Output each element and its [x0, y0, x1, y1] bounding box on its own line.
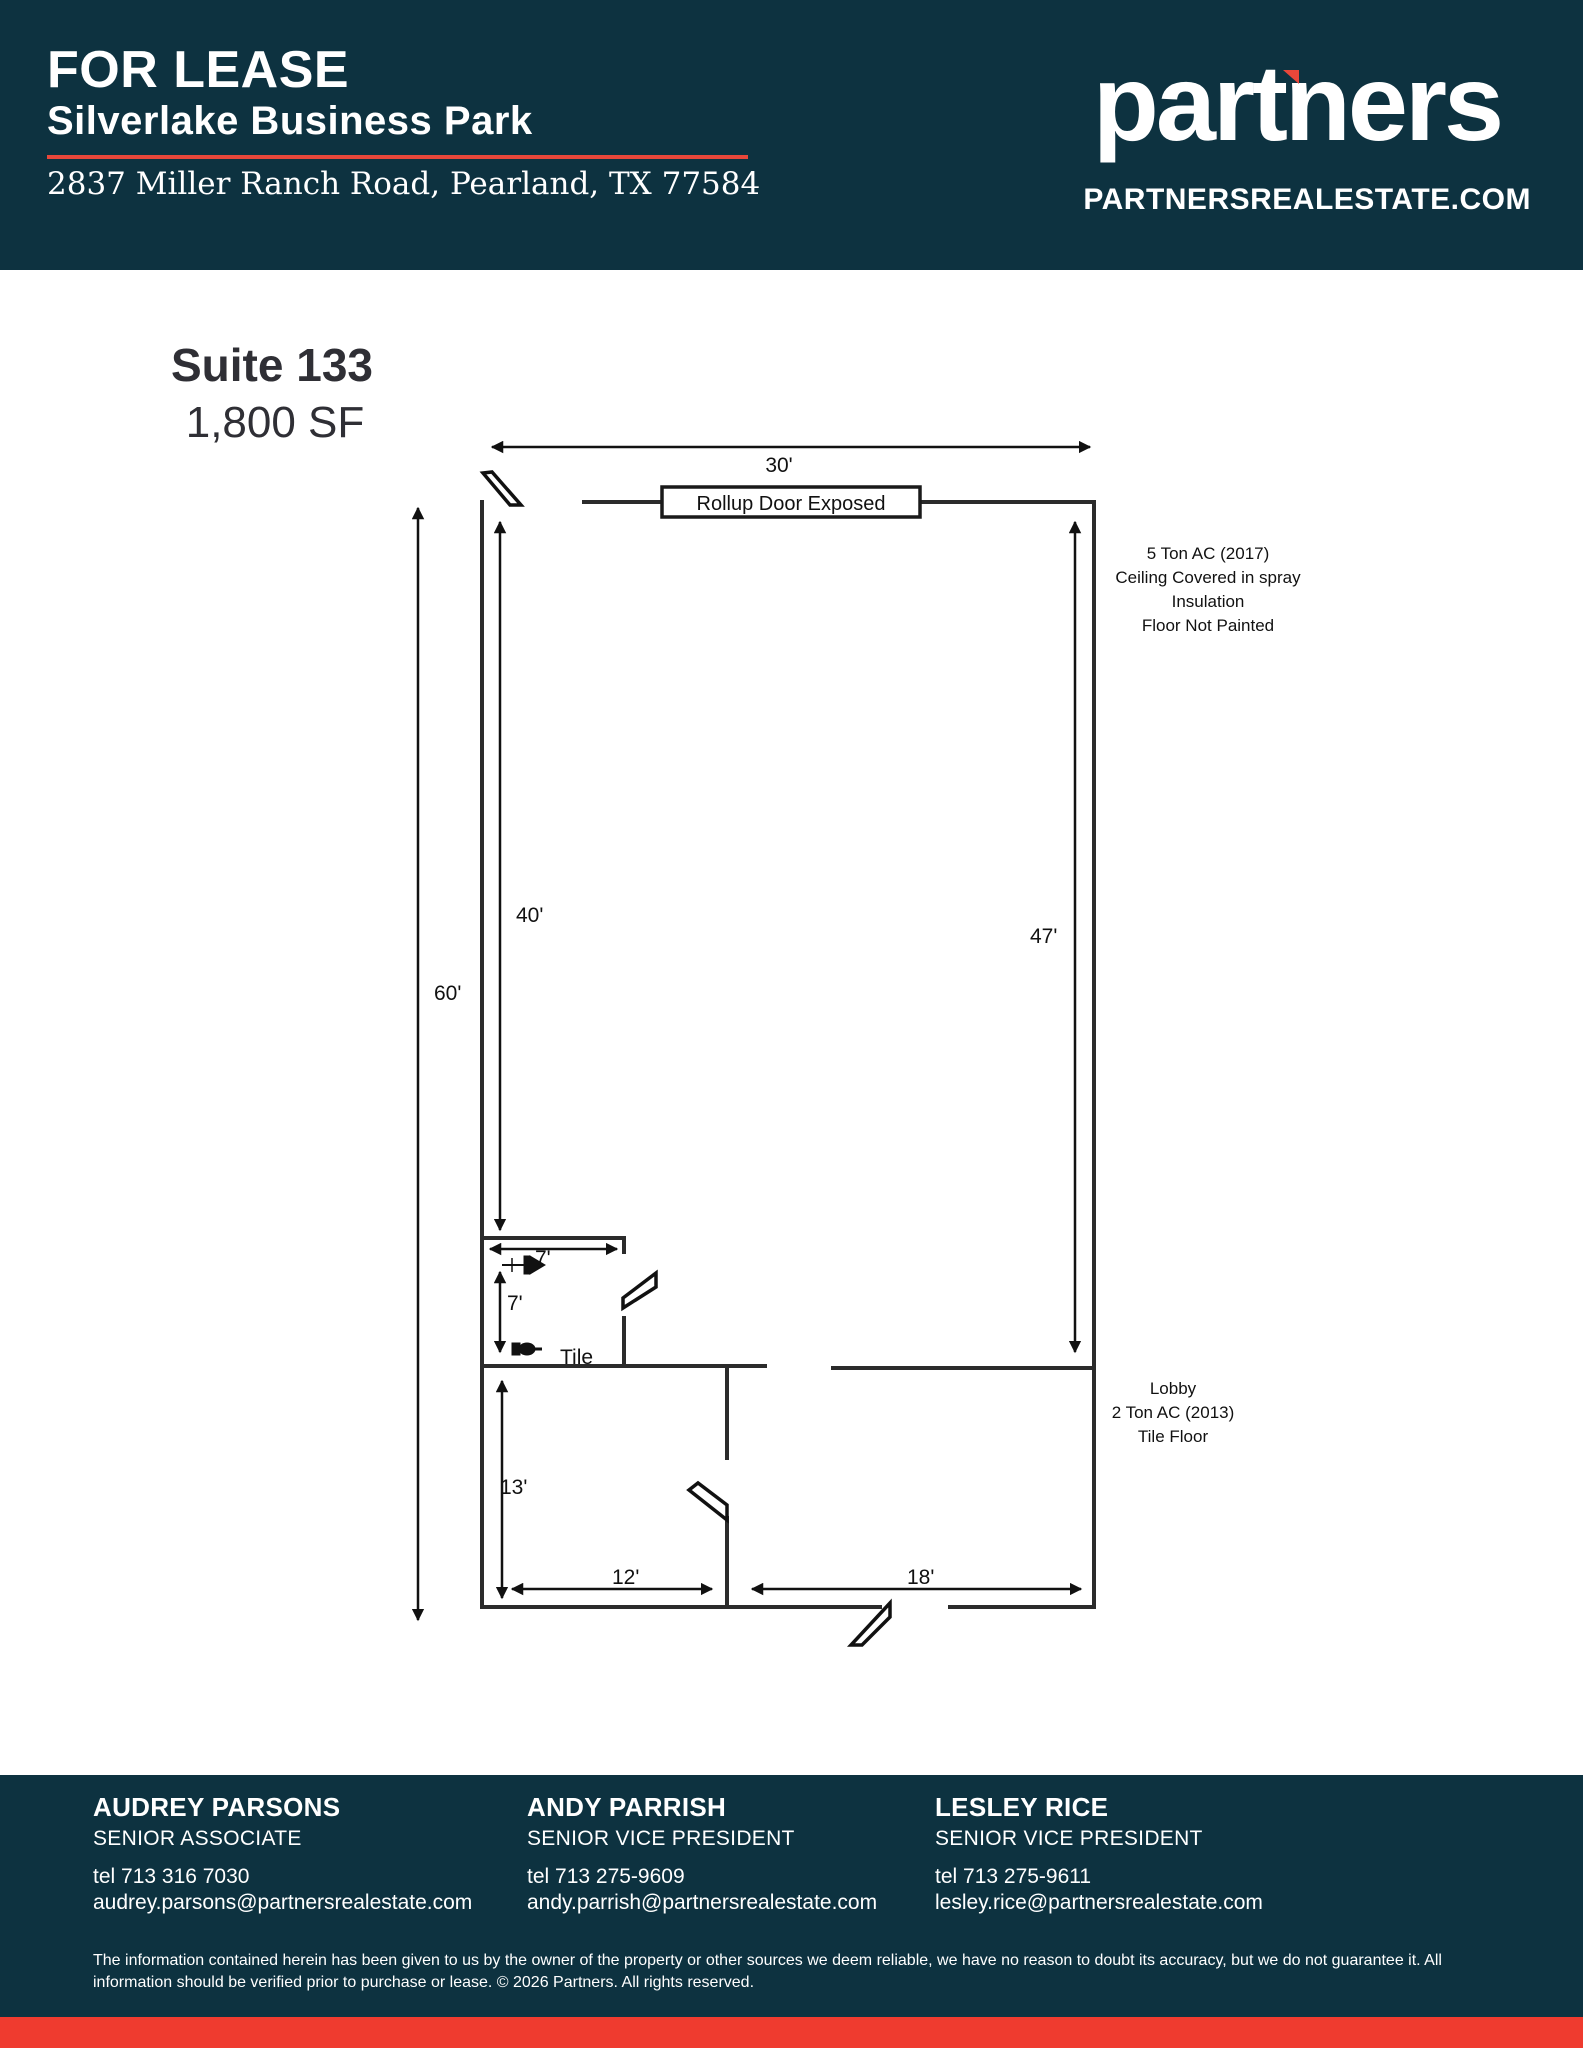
contact-name: ANDY PARRISH	[527, 1792, 727, 1822]
floor-plan: Rollup Door Exposed 30'	[411, 440, 1301, 1647]
suite-name: Suite 133	[171, 339, 373, 391]
warehouse-note-2: Ceiling Covered in spray	[1115, 568, 1301, 587]
dim-label-overall: 60'	[434, 982, 461, 1005]
legal-disclaimer: The information contained herein has bee…	[93, 1952, 1442, 1991]
header-divider	[47, 155, 748, 159]
footer-accent-bar	[0, 2017, 1583, 2048]
tile-label: Tile	[560, 1346, 593, 1369]
lobby-note-2: 2 Ton AC (2013)	[1112, 1403, 1235, 1422]
contact-phone[interactable]: tel 713 316 7030	[93, 1865, 250, 1888]
door-swing-office	[686, 1480, 729, 1524]
contact-role: SENIOR VICE PRESIDENT	[527, 1827, 795, 1850]
dim-label-lobby-width: 18'	[907, 1566, 934, 1589]
partners-logo: partners	[1093, 42, 1504, 163]
lobby-note-3: Tile Floor	[1138, 1427, 1209, 1446]
contact-phone[interactable]: tel 713 275-9609	[527, 1865, 685, 1888]
contact-name: AUDREY PARSONS	[93, 1792, 341, 1822]
contact-email[interactable]: andy.parrish@partnersrealestate.com	[527, 1891, 878, 1914]
contact-card-2: ANDY PARRISH SENIOR VICE PRESIDENT tel 7…	[527, 1790, 877, 1916]
dim-label-restroom-depth: 7'	[507, 1292, 523, 1315]
toilet-fixture	[511, 1342, 542, 1356]
door-swing-front	[846, 1598, 892, 1647]
listing-type: FOR LEASE	[47, 41, 350, 99]
contact-card-1: AUDREY PARSONS SENIOR ASSOCIATE tel 713 …	[93, 1790, 472, 1916]
dim-label-top: 30'	[765, 454, 792, 477]
door-swing-restroom	[621, 1269, 658, 1312]
dim-label-office-width: 12'	[612, 1566, 639, 1589]
sink-fixture	[502, 1255, 546, 1275]
rollup-door-label: Rollup Door Exposed	[697, 493, 886, 515]
website-link[interactable]: PARTNERSREALESTATE.COM	[1083, 183, 1531, 216]
contact-name: LESLEY RICE	[935, 1792, 1109, 1822]
header-banner	[0, 0, 1583, 270]
contact-email[interactable]: audrey.parsons@partnersrealestate.com	[93, 1891, 473, 1914]
dim-label-restroom-width: 7'	[535, 1247, 551, 1270]
suite-size: 1,800 SF	[185, 398, 365, 447]
contact-role: SENIOR VICE PRESIDENT	[935, 1827, 1203, 1850]
warehouse-note-3: Insulation	[1172, 592, 1245, 611]
contact-role: SENIOR ASSOCIATE	[93, 1827, 302, 1850]
warehouse-note-4: Floor Not Painted	[1142, 616, 1274, 635]
contact-phone[interactable]: tel 713 275-9611	[935, 1865, 1092, 1888]
footer-panel	[0, 1775, 1583, 2017]
dim-label-warehouse-right: 47'	[1030, 925, 1057, 948]
dim-label-warehouse-left: 40'	[516, 904, 543, 927]
door-swing-top-left	[479, 470, 525, 507]
rollup-door	[660, 485, 922, 519]
logo-wordmark: partners	[1093, 42, 1501, 163]
contact-card-3: LESLEY RICE SENIOR VICE PRESIDENT tel 71…	[935, 1790, 1263, 1916]
warehouse-note-1: 5 Ton AC (2017)	[1147, 544, 1270, 563]
lobby-note-1: Lobby	[1150, 1379, 1197, 1398]
property-name: Silverlake Business Park	[47, 99, 533, 143]
dim-label-office-depth: 13'	[500, 1476, 527, 1499]
property-address: 2837 Miller Ranch Road, Pearland, TX 775…	[47, 166, 761, 202]
logo-accent-mark	[1283, 70, 1299, 84]
contact-email[interactable]: lesley.rice@partnersrealestate.com	[935, 1891, 1263, 1914]
